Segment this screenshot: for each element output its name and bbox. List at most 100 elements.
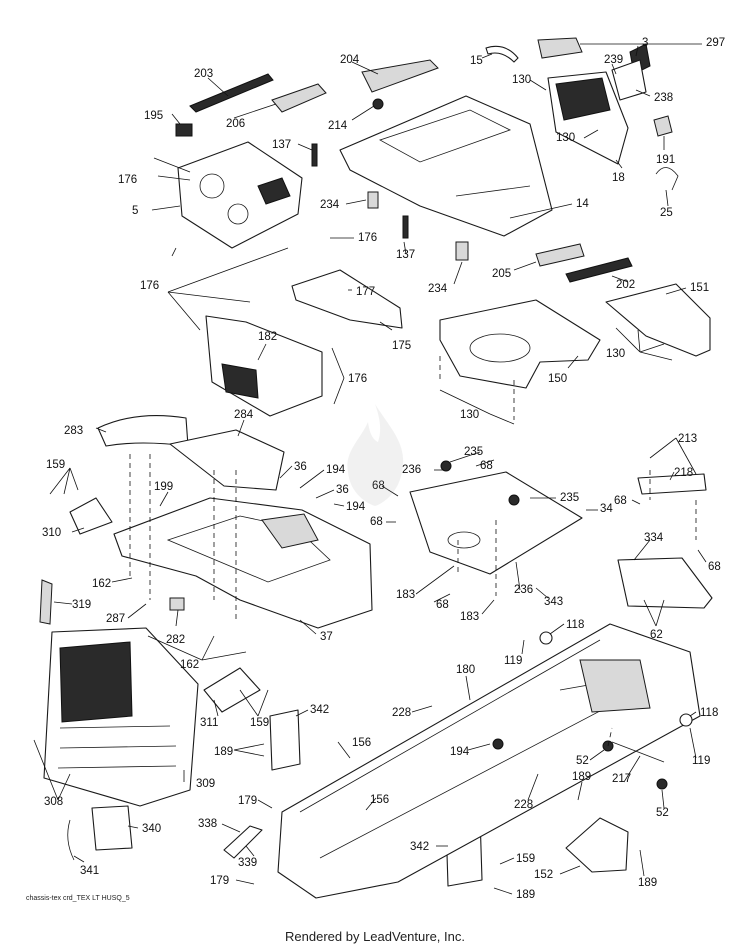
part-203-vent-strip bbox=[189, 73, 274, 113]
part-342-plate-a bbox=[269, 709, 301, 771]
callout-234: 234 bbox=[320, 199, 340, 211]
callout-204: 204 bbox=[340, 54, 360, 66]
callout-68: 68 bbox=[372, 480, 385, 492]
callout-341: 341 bbox=[80, 865, 99, 877]
part-25-hook bbox=[655, 167, 679, 191]
callout-118: 118 bbox=[700, 707, 718, 719]
callout-203: 203 bbox=[194, 68, 213, 80]
callout-284: 284 bbox=[234, 409, 254, 421]
callout-217: 217 bbox=[612, 773, 631, 785]
callout-195: 195 bbox=[144, 110, 163, 122]
callout-343: 343 bbox=[544, 596, 563, 608]
callout-119: 119 bbox=[504, 655, 522, 667]
callout-137: 137 bbox=[272, 139, 291, 151]
part-341-spring bbox=[67, 819, 75, 861]
callout-176: 176 bbox=[358, 232, 377, 244]
callout-234: 234 bbox=[428, 283, 448, 295]
callout-177: 177 bbox=[356, 286, 375, 298]
callout-202: 202 bbox=[616, 279, 635, 291]
reference-code: chassis-tex crd_TEX LT HUSQ_5 bbox=[26, 895, 130, 902]
callout-52: 52 bbox=[576, 755, 589, 767]
callout-179: 179 bbox=[238, 795, 257, 807]
part-217-rod bbox=[611, 741, 665, 763]
callout-159: 159 bbox=[250, 717, 269, 729]
part-235-spacer-b bbox=[508, 494, 520, 506]
callout-319: 319 bbox=[72, 599, 91, 611]
part-284-cover bbox=[169, 429, 285, 491]
part-194-nut bbox=[492, 738, 504, 750]
callout-159: 159 bbox=[516, 853, 535, 865]
callout-311: 311 bbox=[200, 717, 218, 729]
callout-199: 199 bbox=[154, 481, 173, 493]
leader-lines bbox=[33, 43, 707, 895]
callout-238: 238 bbox=[654, 92, 673, 104]
callout-182: 182 bbox=[258, 331, 277, 343]
callout-205: 205 bbox=[492, 268, 511, 280]
part-282-clip bbox=[169, 597, 185, 611]
part-235-spacer-a bbox=[440, 460, 452, 472]
part-238-bracket bbox=[611, 59, 647, 101]
callout-334: 334 bbox=[644, 532, 664, 544]
part-5-dash-console bbox=[177, 141, 303, 249]
part-202-vent bbox=[565, 257, 633, 283]
part-37-fender bbox=[113, 497, 373, 629]
callout-236: 236 bbox=[402, 464, 421, 476]
part-283-cover bbox=[97, 414, 189, 447]
callout-340: 340 bbox=[142, 823, 161, 835]
callout-130: 130 bbox=[556, 132, 575, 144]
callout-176: 176 bbox=[348, 373, 367, 385]
part-310-clip bbox=[69, 497, 113, 535]
part-339-lever bbox=[223, 825, 263, 859]
watermark-flame-icon bbox=[347, 404, 404, 506]
callout-342: 342 bbox=[310, 704, 329, 716]
callout-180: 180 bbox=[456, 664, 475, 676]
callout-130: 130 bbox=[606, 348, 625, 360]
part-137-rod-a bbox=[311, 143, 318, 167]
callout-5: 5 bbox=[132, 205, 138, 217]
callout-159: 159 bbox=[46, 459, 65, 471]
callout-235: 235 bbox=[560, 492, 579, 504]
part-319-rod bbox=[39, 579, 53, 625]
callout-342: 342 bbox=[410, 841, 429, 853]
callout-183: 183 bbox=[460, 611, 479, 623]
callout-194: 194 bbox=[326, 464, 346, 476]
part-shapes bbox=[39, 37, 713, 899]
part-214-screw bbox=[372, 98, 384, 110]
render-credit: Rendered by LeadVenture, Inc. bbox=[285, 929, 465, 944]
callout-156: 156 bbox=[370, 794, 389, 806]
callout-228: 228 bbox=[514, 799, 533, 811]
part-334-bracket bbox=[617, 557, 713, 609]
callout-236: 236 bbox=[514, 584, 533, 596]
callout-308: 308 bbox=[44, 796, 63, 808]
callout-18: 18 bbox=[612, 172, 625, 184]
callout-213: 213 bbox=[678, 433, 697, 445]
callout-239: 239 bbox=[604, 54, 623, 66]
callout-37: 37 bbox=[320, 631, 333, 643]
part-205-strip bbox=[535, 243, 585, 267]
part-204-vent bbox=[361, 59, 439, 93]
callout-68: 68 bbox=[480, 460, 493, 472]
callout-206: 206 bbox=[226, 118, 245, 130]
part-297-block bbox=[537, 37, 583, 59]
part-206-insert bbox=[271, 83, 327, 113]
part-311-bracket bbox=[203, 667, 261, 713]
callout-189: 189 bbox=[572, 771, 591, 783]
callout-189: 189 bbox=[214, 746, 233, 758]
part-118-washer-a bbox=[539, 631, 553, 645]
callout-3: 3 bbox=[642, 37, 648, 49]
callout-339: 339 bbox=[238, 857, 257, 869]
part-218-bracket bbox=[637, 473, 707, 495]
callout-15: 15 bbox=[470, 55, 483, 67]
callout-36: 36 bbox=[336, 484, 349, 496]
callout-150: 150 bbox=[548, 373, 567, 385]
callout-218: 218 bbox=[674, 467, 693, 479]
part-195-knob bbox=[175, 123, 193, 137]
part-152-cover bbox=[565, 817, 629, 873]
callout-130: 130 bbox=[512, 74, 531, 86]
part-175-bracket bbox=[291, 269, 403, 329]
callout-68: 68 bbox=[708, 561, 721, 573]
part-14-hood bbox=[339, 95, 553, 237]
callout-194: 194 bbox=[346, 501, 366, 513]
callout-179: 179 bbox=[210, 875, 229, 887]
